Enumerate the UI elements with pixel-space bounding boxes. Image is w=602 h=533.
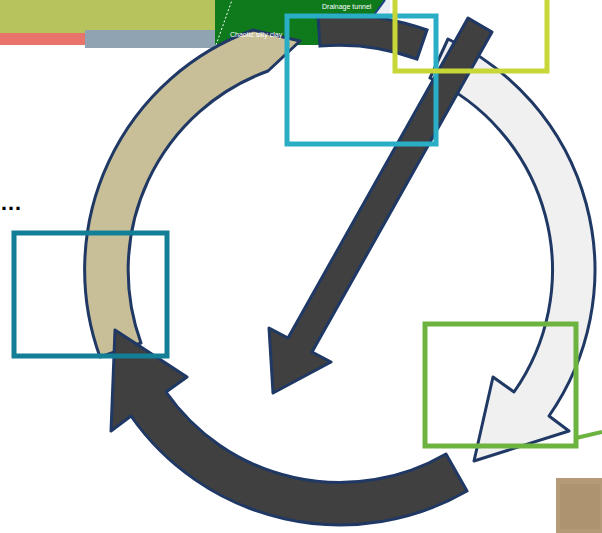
highlight-box xyxy=(425,324,576,446)
photo-fragment xyxy=(85,30,215,48)
sand-photo-shade xyxy=(560,484,600,529)
highlight-box xyxy=(395,0,547,71)
section-label: Drainage tunnel xyxy=(322,3,371,10)
sand-photo xyxy=(556,478,602,533)
diagonal-arrow xyxy=(269,18,492,393)
ellipsis-mark: … xyxy=(0,190,22,216)
cycle-arc-tan xyxy=(85,30,300,357)
cycle-arc-light xyxy=(430,39,595,461)
texture-strip xyxy=(0,0,215,34)
highlight-box xyxy=(287,16,436,144)
highlight-box xyxy=(14,233,167,356)
section-label: Chaotic silty clay xyxy=(230,31,282,38)
leader-line xyxy=(576,432,602,438)
cycle-arc-top xyxy=(318,15,427,59)
